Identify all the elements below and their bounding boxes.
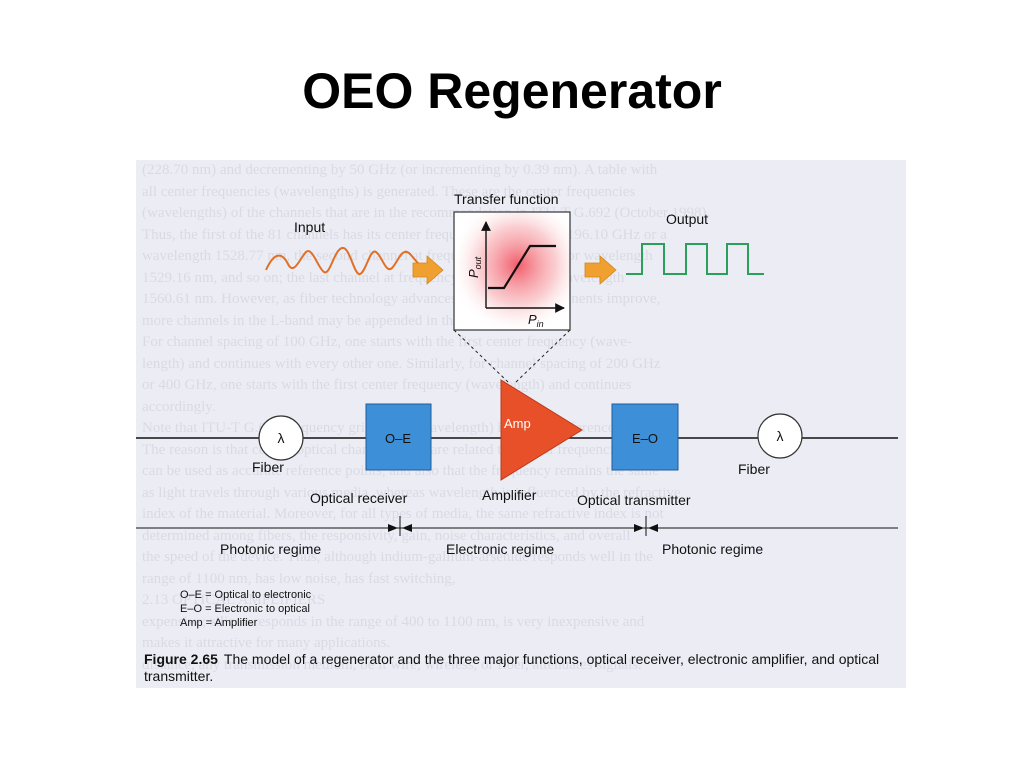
- legend-item: O–E = Optical to electronic: [180, 589, 312, 601]
- oe-block: [365, 403, 432, 471]
- eo-block: [611, 403, 679, 471]
- pout-label: Pout: [466, 256, 483, 278]
- pin-label: Pin: [528, 312, 544, 329]
- photonic-regime-right: Photonic regime: [662, 541, 763, 557]
- regime-arrows-right: [634, 524, 658, 532]
- orange-arrow-left: [412, 255, 444, 285]
- amplifier-label: Amplifier: [482, 487, 537, 503]
- lambda-left-symbol: λ: [278, 430, 285, 446]
- input-waveform: [265, 247, 429, 275]
- legend-item: E–O = Electronic to optical: [180, 603, 310, 615]
- legend: O–E = Optical to electronic E–O = Electr…: [180, 588, 311, 630]
- electronic-regime: Electronic regime: [446, 541, 554, 557]
- photonic-regime-left: Photonic regime: [220, 541, 321, 557]
- lambda-right-symbol: λ: [777, 428, 784, 444]
- zoom-line-right: [515, 329, 571, 383]
- regime-arrows-left: [388, 524, 412, 532]
- optical-transmitter-label: Optical transmitter: [577, 492, 691, 508]
- eo-block-label: E–O: [632, 431, 658, 446]
- orange-arrow-right: [584, 255, 617, 285]
- lambda-source-right: [757, 413, 803, 459]
- output-waveform: [626, 243, 764, 275]
- legend-item: Amp = Amplifier: [180, 617, 258, 629]
- transfer-curve: [488, 244, 556, 290]
- output-label: Output: [666, 211, 708, 227]
- fiber-label-right: Fiber: [738, 461, 770, 477]
- regenerator-diagram: Input Transfer function Pout Pin Output …: [136, 191, 898, 557]
- lambda-source-left: [258, 415, 304, 461]
- slide-title: OEO Regenerator: [302, 63, 722, 119]
- input-label: Input: [294, 219, 325, 235]
- amp-triangle: [500, 379, 583, 481]
- figure-scan: (228.70 nm) and decrementing by 50 GHz (…: [136, 160, 906, 688]
- amp-block-label: Amp: [504, 416, 531, 431]
- transfer-function-label: Transfer function: [454, 191, 559, 207]
- caption-text: The model of a regenerator and the three…: [144, 651, 880, 684]
- fiber-label-left: Fiber: [252, 459, 284, 475]
- figure-number: Figure 2.65: [144, 651, 218, 667]
- optical-receiver-label: Optical receiver: [310, 490, 408, 506]
- transfer-function-glow: [455, 213, 569, 329]
- zoom-line-left: [453, 329, 509, 383]
- oe-block-label: O–E: [385, 431, 411, 446]
